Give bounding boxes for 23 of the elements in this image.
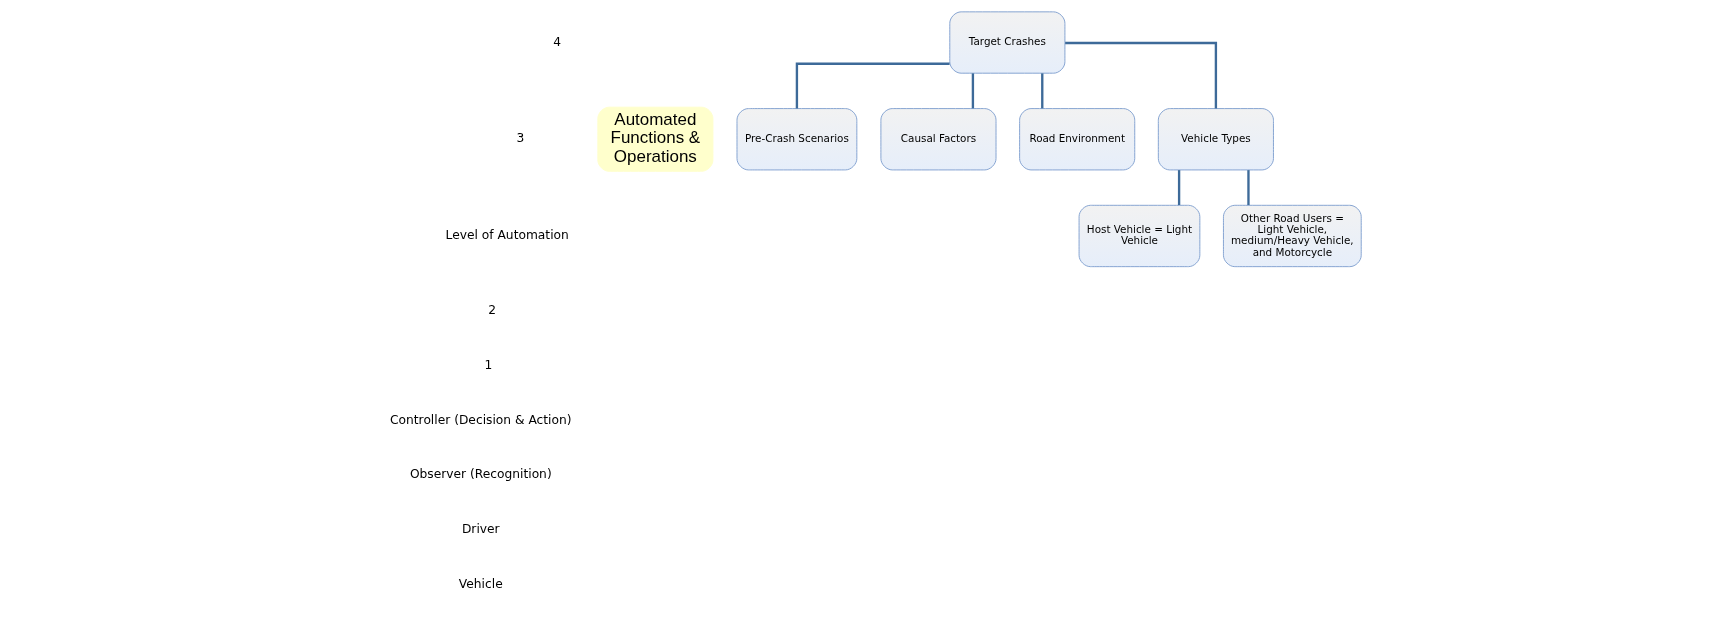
- label: Level of Automation: [445, 228, 569, 243]
- node-box: Vehicle Types: [1157, 108, 1274, 171]
- node-box: Causal Factors: [880, 108, 997, 171]
- connector: [971, 73, 975, 109]
- node-box: Automated Functions & Operations: [597, 106, 714, 172]
- label: 3: [516, 131, 525, 146]
- connector: [1247, 170, 1250, 206]
- label: Vehicle: [458, 576, 503, 591]
- node-box: Other Road Users = Light Vehicle, medium/Heavy Vehicle, and Motorcycle: [1223, 204, 1362, 268]
- label: Driver: [461, 522, 500, 537]
- connector: [795, 62, 950, 109]
- label: 4: [553, 34, 562, 49]
- connector: [1177, 170, 1181, 206]
- node-box: Host Vehicle = Light Vehicle: [1078, 204, 1201, 268]
- node-box: Target Crashes: [949, 11, 1066, 74]
- connector: [1065, 41, 1218, 109]
- label: 1: [484, 357, 493, 372]
- label: 2: [488, 303, 497, 318]
- node-box: Pre-Crash Scenarios: [736, 108, 858, 171]
- label: Observer (Recognition): [409, 467, 552, 482]
- node-box: Road Environment: [1019, 108, 1136, 171]
- connector: [1041, 73, 1044, 109]
- label: Controller (Decision & Action): [390, 412, 572, 427]
